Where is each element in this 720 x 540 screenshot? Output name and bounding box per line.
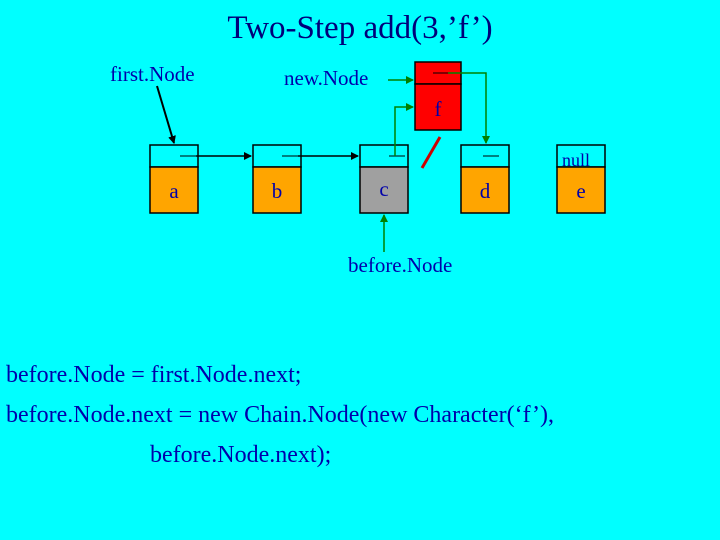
node-d — [460, 144, 510, 214]
page-title: Two-Step add(3,’f’) — [227, 10, 493, 46]
new-node-label: new.Node — [284, 66, 369, 90]
next-arrow-f-d — [448, 72, 490, 144]
node-a-value: a — [169, 179, 179, 203]
node-b-value: b — [271, 179, 283, 203]
before-node-label: before.Node — [348, 253, 453, 277]
removed-link-slash — [420, 136, 442, 169]
null-label: null — [562, 150, 591, 170]
node-e-value: e — [576, 179, 586, 203]
code-line-2: before.Node.next = new Chain.Node(new Ch… — [6, 402, 554, 428]
node-c — [359, 144, 409, 214]
code-line-3: before.Node.next); — [150, 442, 332, 468]
next-arrow-c-f — [394, 103, 414, 156]
first-node-pointer-arrow — [156, 85, 176, 144]
node-c-value: c — [379, 177, 389, 201]
node-f-value: f — [434, 97, 442, 121]
first-node-label: first.Node — [110, 62, 195, 86]
node-e — [556, 144, 606, 214]
node-d-value: d — [479, 179, 491, 203]
code-line-1: before.Node = first.Node.next; — [6, 362, 302, 388]
node-f — [414, 61, 462, 131]
